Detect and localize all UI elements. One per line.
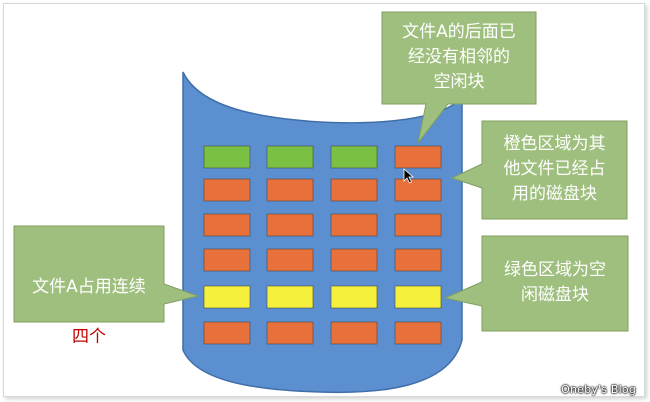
- disk-block-used-other: [330, 248, 378, 272]
- disk-block-file-a: [203, 285, 251, 309]
- disk-block-free: [266, 145, 314, 169]
- disk-block-free: [203, 145, 251, 169]
- callout-right-upper-text: 橙色区域为其 他文件已经占 用的磁盘块: [503, 134, 606, 204]
- disk-block-file-a: [266, 285, 314, 309]
- disk-block-used-other: [394, 321, 442, 345]
- callout-left-line1: 文件A占用连续: [32, 277, 146, 297]
- disk-block-file-a: [394, 285, 442, 309]
- disk-block-used-other: [203, 248, 251, 272]
- disk-body: [182, 71, 463, 394]
- callout-left-text: 文件A占用连续 的四个块: [14, 250, 164, 350]
- disk-block-used-other: [330, 321, 378, 345]
- disk-block-used-other: [394, 145, 442, 169]
- disk-block-used-other: [266, 213, 314, 237]
- disk-block-used-other: [394, 248, 442, 272]
- disk-block-used-other: [266, 321, 314, 345]
- callout-top-text: 文件A的后面已 经没有相邻的 空闲块: [402, 22, 516, 92]
- disk-block-used-other: [394, 178, 442, 202]
- disk-block-free: [330, 145, 378, 169]
- callout-right-lower-text: 绿色区域为空 闲磁盘块: [504, 260, 606, 305]
- disk-blocks: [203, 145, 442, 345]
- mouse-pointer-icon: [403, 168, 415, 184]
- disk-block-used-other: [203, 178, 251, 202]
- callout-left-line2-suffix: 块: [106, 327, 123, 347]
- callout-left-line2-prefix: 的: [55, 327, 72, 347]
- callout-right-lower-shape: [443, 235, 629, 332]
- callout-right-upper-shape: [450, 120, 628, 220]
- callout-left-line2-accent: 四个: [72, 327, 106, 347]
- blog-watermark: Oneby's Blog: [561, 383, 636, 396]
- disk-block-used-other: [330, 213, 378, 237]
- disk-block-used-other: [203, 213, 251, 237]
- disk-block-used-other: [266, 178, 314, 202]
- disk-block-file-a: [330, 285, 378, 309]
- callout-left-shape: [13, 225, 200, 323]
- disk-block-used-other: [330, 178, 378, 202]
- disk-block-used-other: [266, 248, 314, 272]
- disk-block-used-other: [203, 321, 251, 345]
- callout-top-shape: [381, 11, 537, 144]
- disk-block-used-other: [394, 213, 442, 237]
